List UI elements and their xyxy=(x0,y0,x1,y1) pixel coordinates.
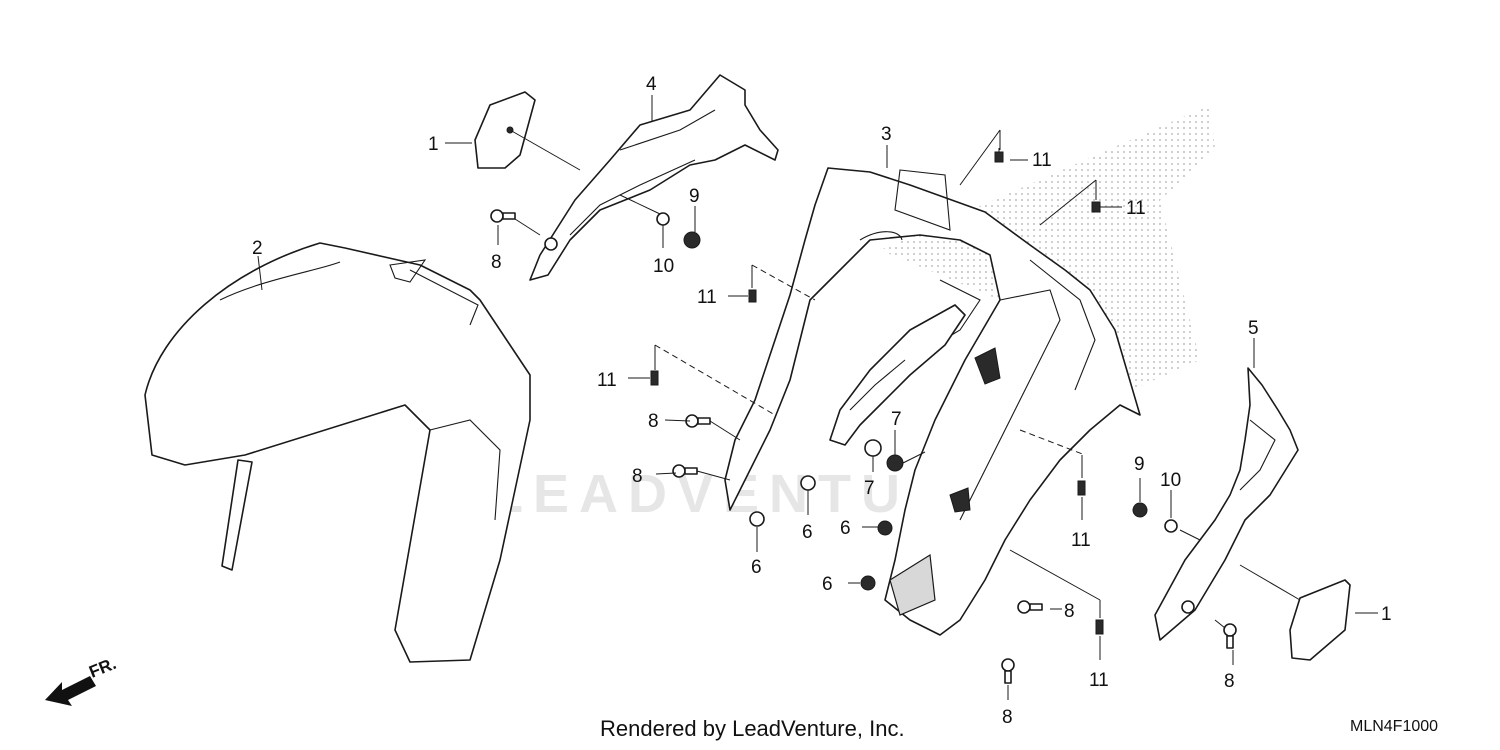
bolt-8-e xyxy=(1001,658,1015,684)
screw-11-d xyxy=(650,370,659,386)
front-fender xyxy=(144,242,531,663)
front-cowl xyxy=(724,167,1141,636)
footer-credit: Rendered by LeadVenture, Inc. xyxy=(600,716,905,741)
screw-11-c xyxy=(748,289,757,303)
callout-1-right: 1 xyxy=(1381,604,1392,625)
leader-lines xyxy=(257,95,1378,700)
callout-11-f: 11 xyxy=(1089,670,1109,691)
left-side-cover xyxy=(529,74,779,281)
callout-7-a: 7 xyxy=(891,409,902,430)
callout-10-a: 10 xyxy=(653,256,674,277)
callout-8-d: 8 xyxy=(1064,601,1075,622)
screw-11-a xyxy=(994,148,1004,163)
bolt-8-a xyxy=(490,209,516,223)
callout-10-b: 10 xyxy=(1160,470,1181,491)
bolt-8-d xyxy=(1017,600,1043,614)
grommet-6-c xyxy=(877,520,893,536)
bolt-8-c xyxy=(672,464,698,478)
grommet-6-d xyxy=(860,575,876,591)
nut-9-b xyxy=(1132,502,1148,518)
callout-4: 4 xyxy=(646,74,657,95)
callout-8-b: 8 xyxy=(648,411,659,432)
nut-7-b xyxy=(886,454,904,472)
grommet-6-b xyxy=(749,511,765,527)
bolt-8-f xyxy=(1223,623,1237,649)
callout-8-c: 8 xyxy=(632,466,643,487)
right-reflector xyxy=(1289,579,1351,661)
callout-7-b: 7 xyxy=(864,478,875,499)
callout-11-d: 11 xyxy=(597,370,617,391)
callout-11-e: 11 xyxy=(1071,530,1091,551)
callout-9-b: 9 xyxy=(1134,454,1145,475)
washer-7-a xyxy=(864,439,882,457)
callout-2: 2 xyxy=(252,238,263,259)
nut-9-a xyxy=(683,231,701,249)
callout-9-a: 9 xyxy=(689,186,700,207)
callout-6-b: 6 xyxy=(802,522,813,543)
callout-3: 3 xyxy=(881,124,892,145)
front-direction-arrow-icon xyxy=(45,676,96,706)
grommet-6-a xyxy=(800,475,816,491)
screw-11-e xyxy=(1077,480,1086,496)
callout-6-a: 6 xyxy=(751,557,762,578)
callout-1-left: 1 xyxy=(428,134,439,155)
callout-8-e: 8 xyxy=(1002,707,1013,728)
diagram-code: MLN4F1000 xyxy=(1350,718,1439,735)
callout-8-f: 8 xyxy=(1224,671,1235,692)
callout-11-c: 11 xyxy=(697,287,717,308)
callout-8-a: 8 xyxy=(491,252,502,273)
callout-6-d: 6 xyxy=(822,574,833,595)
callout-11-b: 11 xyxy=(1126,198,1146,219)
washer-10-b xyxy=(1164,519,1178,533)
screw-11-f xyxy=(1095,619,1104,635)
callout-11-a: 11 xyxy=(1032,150,1052,171)
left-reflector xyxy=(474,91,536,169)
screw-11-b xyxy=(1091,201,1101,213)
bolt-8-b xyxy=(685,414,711,428)
washer-10-a xyxy=(656,212,670,226)
callout-6-c: 6 xyxy=(840,518,851,539)
stipple-shading xyxy=(880,105,1215,395)
front-direction-label: FR. xyxy=(86,654,119,682)
right-side-cover xyxy=(1154,367,1299,641)
callout-5: 5 xyxy=(1248,318,1259,339)
